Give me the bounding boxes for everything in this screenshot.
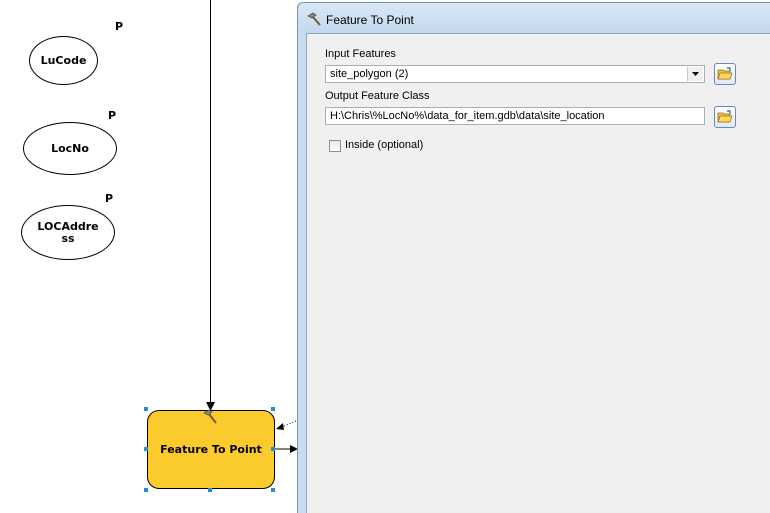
dialog-titlebar[interactable]: Feature To Point: [298, 3, 770, 33]
browse-input-button[interactable]: [714, 63, 736, 85]
parameter-locaddress[interactable]: LOCAddre ss: [21, 205, 115, 260]
selection-handle[interactable]: [208, 488, 212, 492]
arrow-head: [276, 423, 284, 430]
dotted-connector: [281, 420, 297, 428]
feature-to-point-dialog: Feature To Point Input Features site_pol…: [297, 2, 770, 513]
selection-handle[interactable]: [144, 407, 148, 411]
parameter-label-line1: LOCAddre: [37, 219, 99, 233]
parameter-label: LuCode: [40, 53, 87, 67]
inside-checkbox-label: Inside (optional): [345, 139, 424, 151]
input-features-value: site_polygon (2): [330, 68, 409, 80]
selection-handle[interactable]: [271, 488, 275, 492]
selection-handle[interactable]: [144, 447, 148, 451]
parameter-label-line2: ss: [61, 231, 75, 245]
parameter-label: LocNo: [51, 141, 89, 155]
output-feature-class-label: Output Feature Class: [325, 90, 430, 102]
parameter-locno[interactable]: LocNo: [23, 122, 117, 175]
folder-open-icon: [717, 67, 733, 80]
chevron-down-icon[interactable]: [687, 67, 703, 81]
arrow-head: [290, 445, 298, 453]
dialog-client-area: Input Features site_polygon (2) Output F…: [306, 33, 770, 513]
input-features-label: Input Features: [325, 48, 396, 60]
output-feature-class-field[interactable]: H:\Chris\%LocNo%\data_for_item.gdb\data\…: [325, 107, 705, 125]
hammer-icon: [307, 12, 321, 26]
parameter-marker: P: [115, 20, 124, 33]
folder-open-icon: [717, 110, 733, 123]
parameter-marker: P: [108, 109, 117, 122]
browse-output-button[interactable]: [714, 106, 736, 128]
parameter-marker: P: [105, 192, 114, 205]
connectors: [206, 0, 298, 453]
selection-handle[interactable]: [271, 447, 275, 451]
selection-handle[interactable]: [144, 488, 148, 492]
parameter-lucode[interactable]: LuCode: [29, 36, 98, 85]
arrow-head: [206, 402, 215, 411]
output-feature-class-value: H:\Chris\%LocNo%\data_for_item.gdb\data\…: [330, 110, 605, 122]
input-features-dropdown[interactable]: site_polygon (2): [325, 65, 705, 83]
selection-handle[interactable]: [271, 407, 275, 411]
hammer-icon: [203, 409, 217, 424]
inside-checkbox[interactable]: [329, 140, 341, 152]
dialog-title: Feature To Point: [326, 13, 414, 27]
tool-label: Feature To Point: [160, 443, 262, 456]
model-canvas[interactable]: LuCode P LocNo P LOCAddre ss P Feature T…: [0, 0, 300, 513]
